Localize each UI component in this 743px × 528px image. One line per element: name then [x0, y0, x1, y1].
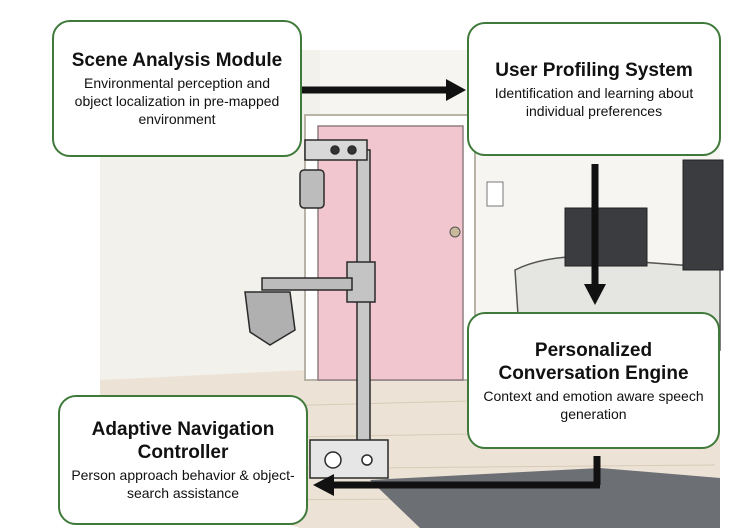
robot: [244, 139, 389, 479]
personalized-conversation-engine-box: Personalized Conversation Engine Context…: [467, 312, 720, 449]
robot-arm: [261, 277, 353, 291]
arrow-user-to-conv-head: [584, 284, 606, 305]
conversation-engine-desc: Context and emotion aware speech generat…: [483, 387, 704, 422]
wall-switch: [486, 181, 504, 207]
conversation-engine-title: Personalized Conversation Engine: [498, 339, 689, 384]
scene-analysis-title: Scene Analysis Module: [71, 50, 283, 71]
robot-side-camera: [299, 169, 325, 209]
adaptive-navigation-controller-box: Adaptive Navigation Controller Person ap…: [58, 395, 308, 525]
user-profiling-title: User Profiling System: [495, 59, 693, 81]
robot-gripper: [244, 291, 296, 346]
monitor-left: [564, 207, 648, 267]
arrow-conv-to-nav-head: [313, 474, 334, 496]
monitor-right: [682, 159, 724, 271]
scene-analysis-module-box: Scene Analysis Module Environmental perc…: [52, 20, 302, 157]
door-knob: [449, 226, 461, 238]
navigation-controller-desc: Person approach behavior & object-search…: [71, 467, 295, 501]
flow-arrows: [302, 79, 606, 496]
scene-analysis-desc: Environmental perception and object loca…: [74, 75, 280, 127]
door: [317, 125, 464, 381]
robot-base: [309, 439, 389, 479]
user-profiling-system-box: User Profiling System Identification and…: [467, 22, 721, 156]
user-profiling-desc: Identification and learning about indivi…: [494, 84, 694, 119]
arrow-scene-to-user-head: [446, 79, 466, 101]
navigation-controller-title: Adaptive Navigation Controller: [91, 419, 275, 463]
